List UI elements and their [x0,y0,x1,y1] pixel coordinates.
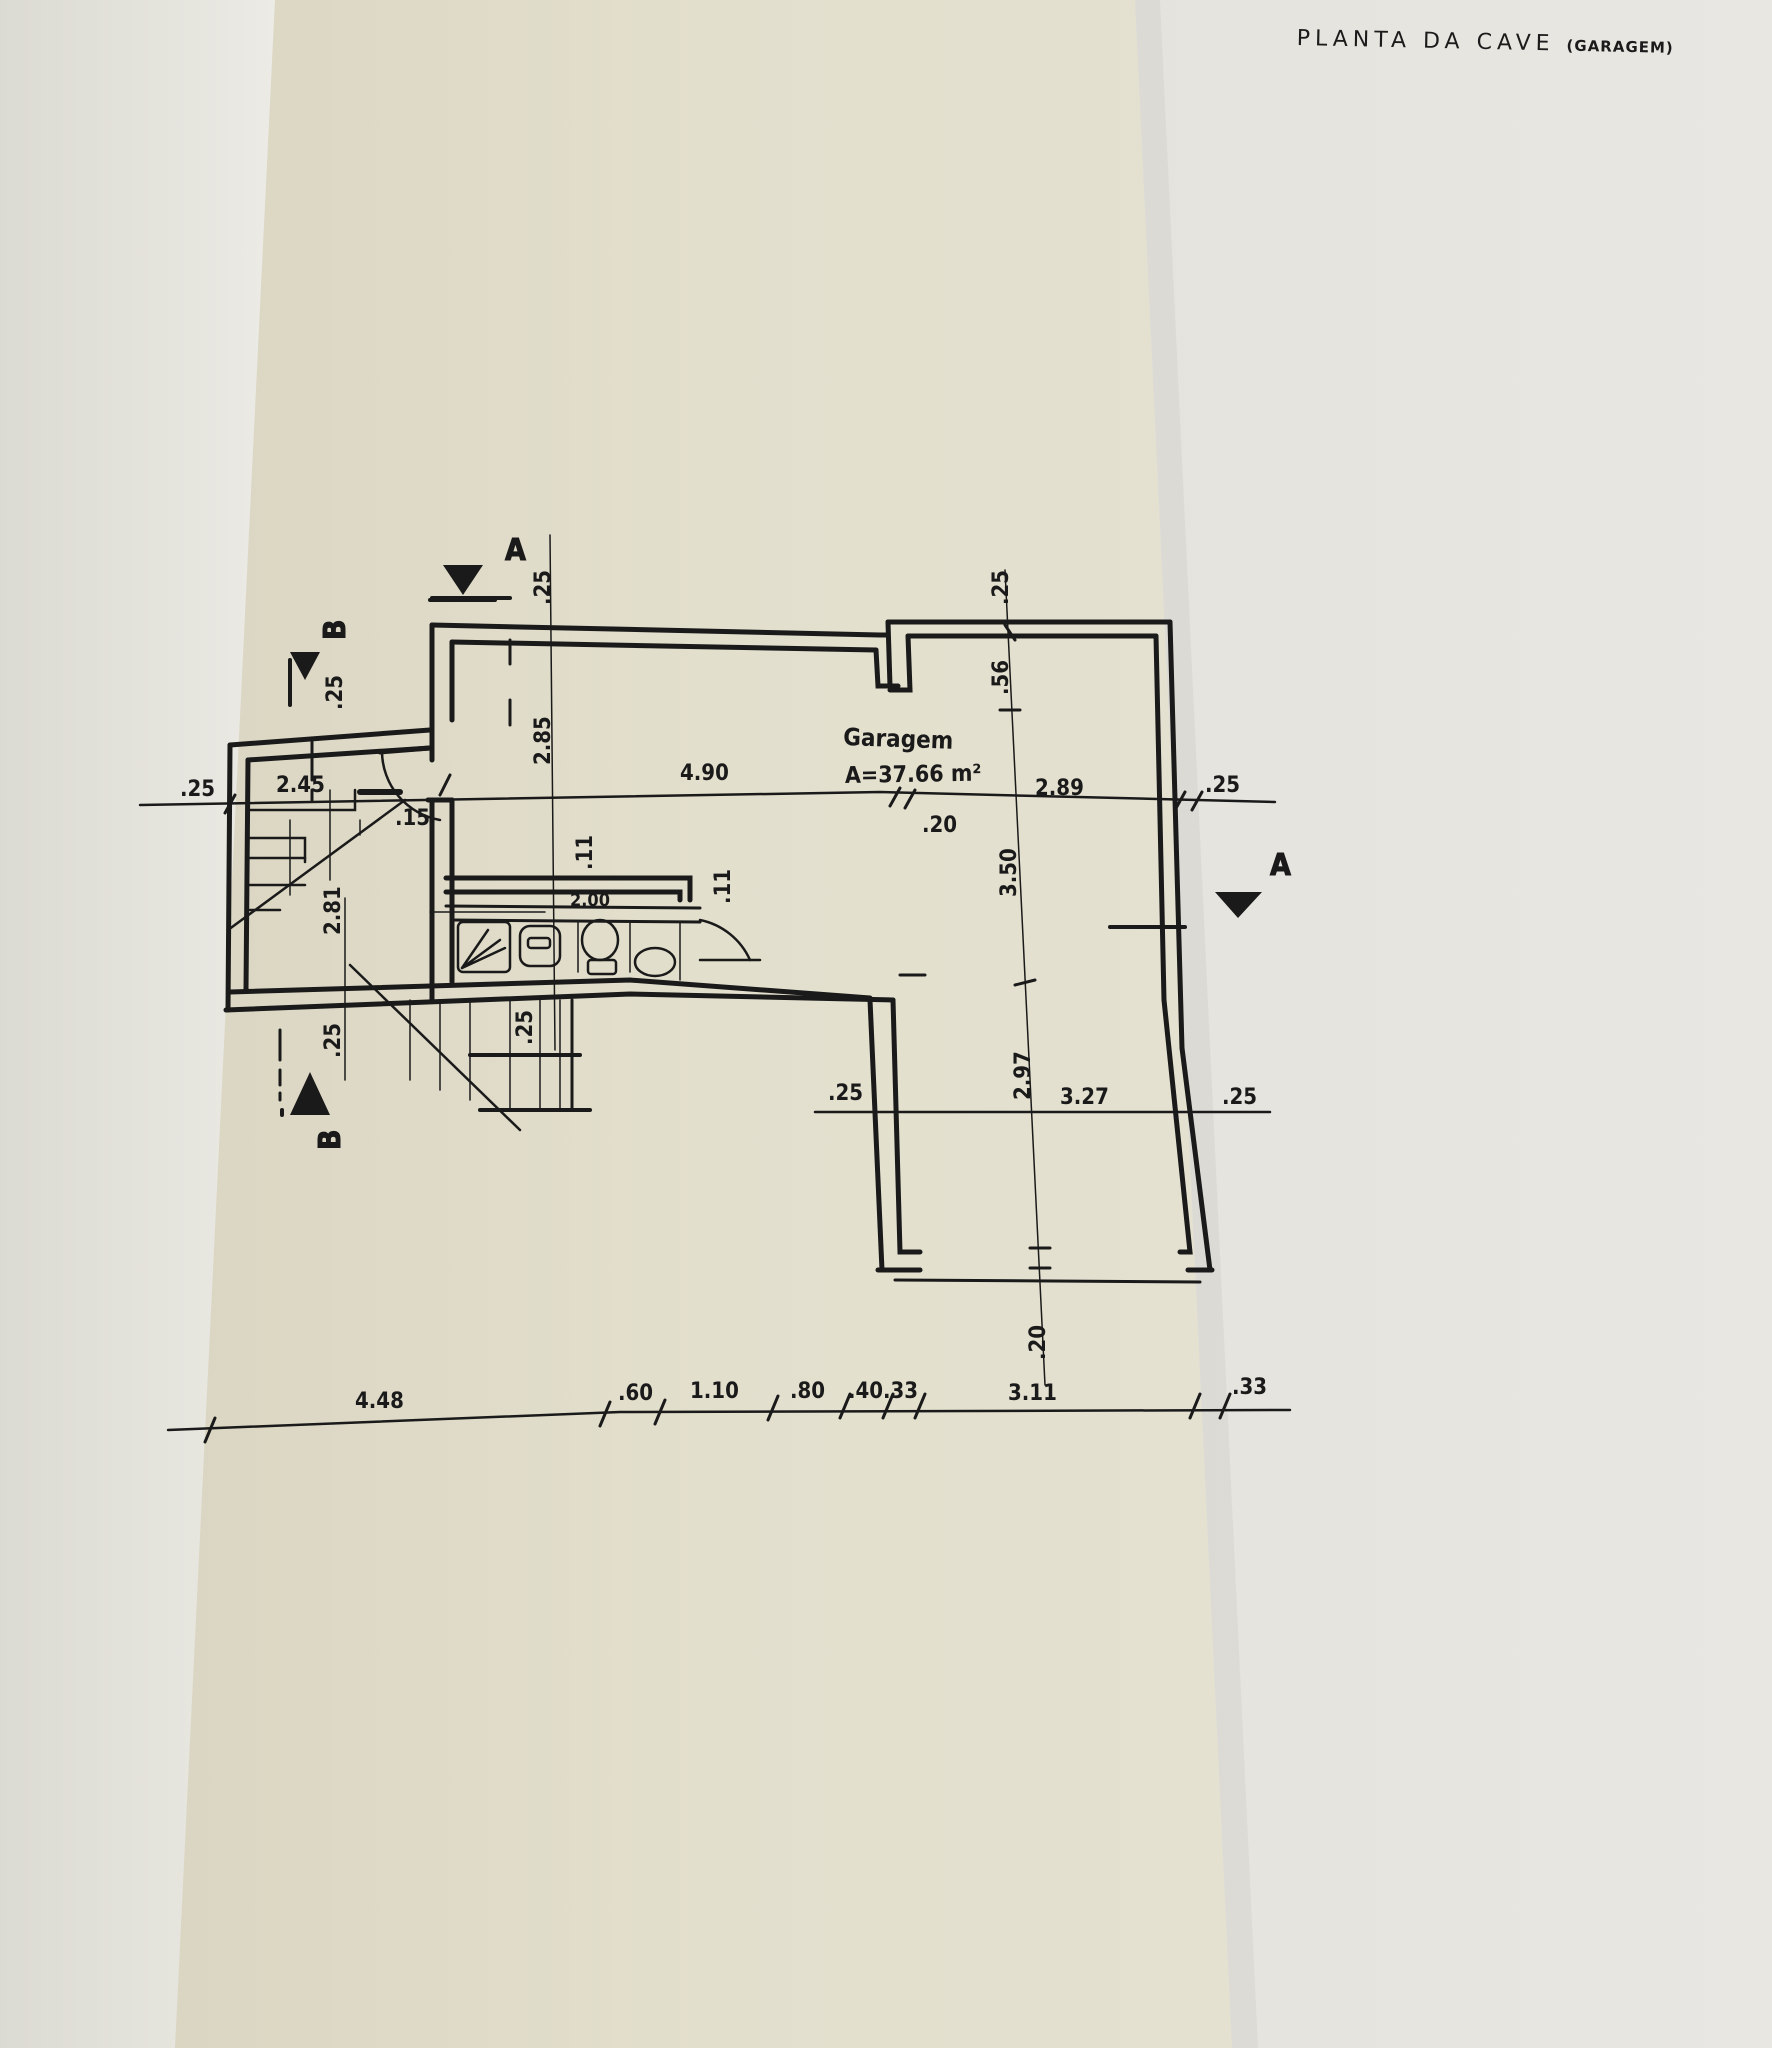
dim-bath-wall: .11 [573,835,598,870]
dim-chain-5: .33 [883,1379,918,1404]
section-a-top-label: A [505,533,526,568]
washbasin [633,946,677,978]
dim-lower-span: 3.27 [1060,1085,1109,1110]
shower-tray [456,920,512,974]
dim-stair-top-wall: .25 [323,675,348,710]
dim-chain-1: .60 [618,1381,653,1406]
dim-notch: .56 [989,660,1014,695]
stairs-lower [348,963,592,1132]
fixtures [380,750,762,981]
dim-chain-7: .33 [1232,1375,1267,1400]
room-label: Garagem A=37.66 m² [843,723,982,789]
walls [223,619,1215,1284]
door-swing-arc [380,750,442,822]
bidet [518,924,562,968]
toilet-tank [586,958,618,976]
section-b-top-label: B [318,619,353,640]
dim-lower-depth: 2.97 [1011,1051,1036,1100]
dim-chain-2: 1.10 [690,1379,739,1404]
dim-bath-wall-right: .11 [711,869,736,904]
section-markers: A A B B [280,533,1292,1151]
stair-break-line [226,798,407,932]
dim-left-depth: 2.85 [531,716,556,765]
dim-door: .15 [395,806,430,831]
toilet-bowl [580,918,620,962]
dim-chain-0: 4.48 [355,1389,404,1414]
dim-right-wall: .25 [1205,773,1240,798]
dim-lower-stair: .25 [513,1010,538,1045]
section-b-bottom-label: B [313,1129,348,1150]
section-a-right-triangle [1215,892,1262,918]
dim-stair: 2.45 [276,773,325,798]
section-b-bottom-triangle [290,1072,330,1115]
dim-bath-width: 2.00 [570,890,610,911]
dim-lower-right-wall: .25 [1222,1085,1257,1110]
dim-lower-left-wall: .25 [828,1081,863,1106]
section-a-top-triangle [443,565,483,595]
dim-top-wall-left: .25 [531,570,556,605]
room-name: Garagem [843,723,954,755]
dim-main-span: 4.90 [680,761,729,786]
lower-stair-break-line [348,963,522,1132]
dim-chain-6: 3.11 [1008,1381,1057,1406]
dim-chain-3: .80 [790,1379,825,1404]
bath-door-swing-arc [698,918,752,962]
dim-stair-length: 2.81 [321,886,346,935]
dimension-lines [138,534,1292,1444]
dim-top-wall-right: .25 [989,570,1014,605]
room-area: A=37.66 m² [845,761,982,789]
section-b-top-triangle [290,652,320,680]
dim-stair-bottom-wall: .25 [321,1023,346,1058]
dim-right-span: 2.89 [1035,776,1084,801]
section-a-right-label: A [1270,848,1291,883]
dim-chain-4: .40 [848,1379,883,1404]
dim-bottom-wall: .20 [1026,1325,1051,1360]
dimension-text: .25 2.45 4.90 .20 2.89 .25 .15 .25 3.27 … [180,570,1267,1414]
dim-left-wall: .25 [180,777,215,802]
dim-mid-depth: 3.50 [997,848,1022,897]
stairs-upper [226,788,407,932]
dim-partition: .20 [922,813,957,838]
